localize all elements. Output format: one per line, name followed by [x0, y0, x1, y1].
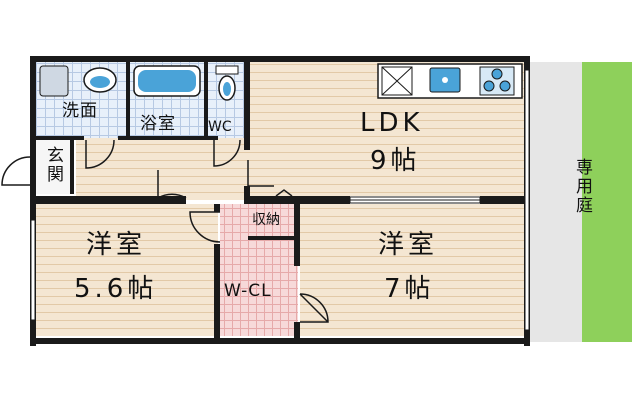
toilet-icon — [215, 65, 239, 101]
ldk-size: 9帖 — [370, 146, 421, 176]
door-swing-icon — [1, 139, 329, 323]
garden-gray-strip — [530, 62, 582, 342]
room1-floor — [36, 204, 218, 336]
entrance-label: 玄関 — [43, 146, 63, 184]
room2-size: 7帖 — [384, 274, 435, 304]
garden-green — [582, 62, 632, 342]
toilet-label: WC — [208, 119, 232, 135]
wcl-floor — [220, 204, 298, 336]
kitchen-sink-icon — [429, 67, 461, 93]
wcl-label: W-CL — [224, 281, 272, 301]
garden-label: 専用庭 — [572, 158, 592, 215]
storage-label: 収納 — [252, 212, 280, 228]
bathtub-icon — [133, 65, 201, 97]
sliding-doors — [30, 69, 530, 331]
room1-size: 5.6帖 — [74, 274, 158, 304]
ldk-name: LDK — [360, 108, 424, 138]
room2-name: 洋室 — [378, 230, 439, 260]
fridge-space-icon — [381, 66, 413, 96]
entrance-floor — [36, 138, 72, 194]
room2-floor — [300, 204, 526, 336]
stove-icon — [479, 66, 515, 96]
washbasin-icon — [39, 65, 117, 97]
hall-floor — [76, 138, 248, 200]
room1-name: 洋室 — [86, 230, 147, 260]
bathroom-label: 浴室 — [140, 114, 176, 134]
washroom-label: 洗面 — [62, 101, 98, 121]
